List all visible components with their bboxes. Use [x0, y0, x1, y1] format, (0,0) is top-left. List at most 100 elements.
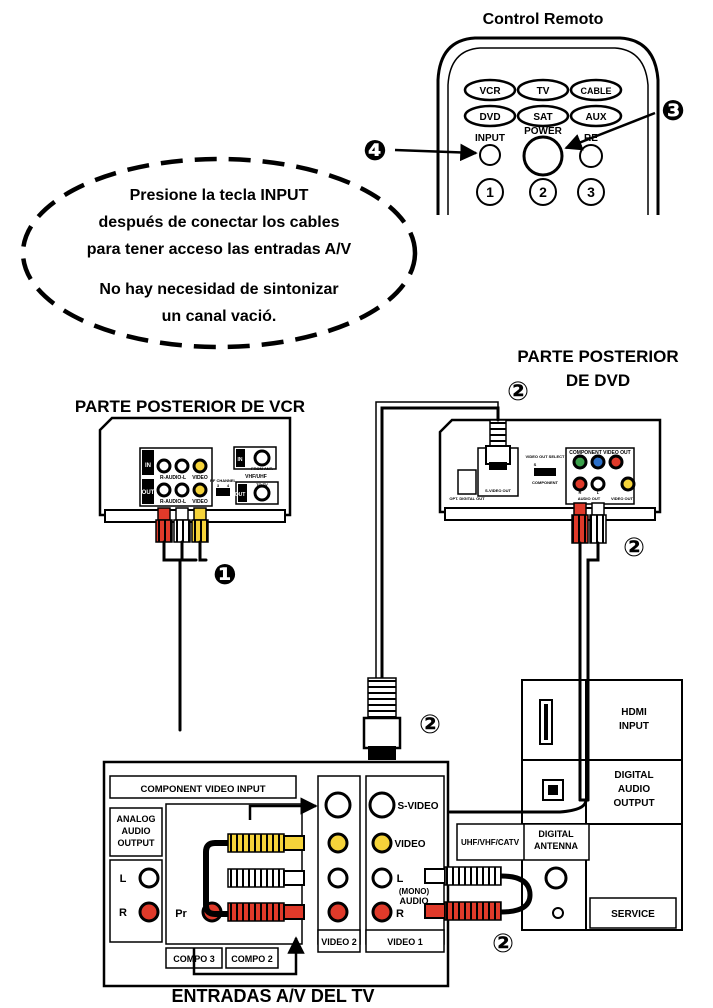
- tv-video2-label: VIDEO 2: [321, 937, 357, 947]
- callout-ellipse: [20, 156, 418, 350]
- sat-button-label: SAT: [533, 112, 552, 123]
- tv-analog-audio-output-1: ANALOG: [117, 814, 156, 824]
- dvd-r-label: R: [579, 490, 582, 495]
- step-2-badge-svideo: ②: [419, 709, 441, 739]
- aux-button-label: AUX: [585, 112, 606, 123]
- tv-digital-antenna-2: ANTENNA: [534, 841, 578, 851]
- step-1-badge: ❶: [213, 559, 237, 590]
- tv-service-label: SERVICE: [611, 909, 655, 920]
- dvd-pb-label: Pb: [595, 454, 601, 459]
- tv-digital-audio-output-1: DIGITAL: [614, 770, 653, 781]
- tv-button-label: TV: [537, 86, 550, 97]
- tv-pr-label: Pr: [175, 908, 187, 920]
- partial-button[interactable]: [579, 144, 603, 168]
- vcr-video-label: VIDEO: [192, 475, 208, 481]
- vcr-ch3-label: 3: [217, 483, 220, 488]
- dvd-s-label: S: [534, 462, 537, 467]
- step-4-badge: ❹: [363, 135, 387, 166]
- step-2-badge-dvd-audio: ②: [623, 532, 645, 562]
- partial-label: RE: [584, 133, 598, 144]
- vcr-from-ant-label: FROM ANT.: [251, 466, 273, 471]
- tv-l-label-right: L: [397, 873, 404, 885]
- dvd-audio-plugs: [571, 502, 607, 544]
- tv-video-label: VIDEO: [394, 839, 425, 850]
- tv-back-panel: [102, 760, 533, 988]
- number-2-button[interactable]: [529, 178, 557, 206]
- remote-control: [394, 36, 660, 215]
- callout-line4: No hay necesidad de sintonizar: [99, 281, 338, 298]
- aux-button[interactable]: [569, 104, 623, 128]
- input-button[interactable]: [479, 144, 501, 166]
- tv-analog-audio-output-2: AUDIO: [122, 826, 151, 836]
- tv-hdmi-input-1: HDMI: [621, 707, 647, 718]
- dvd-y-label: Y: [579, 454, 582, 459]
- vcr-ch4-label: 4: [227, 483, 230, 488]
- vcr-rf-out-label: OUT: [235, 492, 246, 498]
- sat-button[interactable]: [516, 104, 570, 128]
- dvd-back-panel: [438, 418, 662, 544]
- dvd-video-out-select-label: VIDEO OUT SELECT: [526, 454, 565, 459]
- vcr-back-panel: [98, 416, 292, 543]
- dvd-video-out-label: VIDEO OUT: [611, 496, 634, 501]
- dvd-l-label: L: [597, 490, 600, 495]
- power-arrow: [564, 111, 656, 151]
- callout-line3: para tener acceso las entradas A/V: [87, 241, 352, 258]
- tv-digital-audio-output-3: OUTPUT: [613, 798, 654, 809]
- tv-svideo-plug: [362, 677, 402, 760]
- input-arrow: [394, 143, 478, 162]
- callout-line5: un canal vació.: [162, 308, 277, 325]
- power-button[interactable]: [522, 135, 564, 177]
- number-1-button[interactable]: [476, 178, 504, 206]
- tv-uhf-vhf-catv-label: UHF/VHF/CATV: [461, 838, 520, 847]
- dvd-component-video-out-label: COMPONENT VIDEO OUT: [569, 450, 630, 456]
- tv-s-video-label: S-VIDEO: [397, 801, 438, 812]
- tv-r-label-left: R: [119, 907, 127, 919]
- vcr-r-audio-l-label: R-AUDIO-L: [160, 475, 186, 481]
- number-3-button[interactable]: [577, 178, 605, 206]
- tv-r-label-right: R: [396, 908, 404, 920]
- tv-button[interactable]: [516, 78, 570, 102]
- number-2-label: 2: [539, 184, 547, 200]
- tv-rca-plugs: [227, 833, 502, 922]
- tv-compo3-label: COMPO 3: [173, 954, 215, 964]
- vcr-rf-in-label: IN: [238, 457, 243, 463]
- cable-button[interactable]: [569, 78, 623, 102]
- tv-compo2-label: COMPO 2: [231, 954, 273, 964]
- tv-mono-label: (MONO): [399, 887, 430, 896]
- tv-digital-antenna-1: DIGITAL: [538, 829, 574, 839]
- step-2-badge-dvd: ②: [507, 376, 529, 406]
- tv-analog-audio-output-3: OUTPUT: [118, 838, 156, 848]
- vcr-button-label: VCR: [479, 86, 501, 97]
- vcr-button[interactable]: [463, 78, 517, 102]
- callout-line1: Presione la tecla INPUT: [130, 187, 309, 204]
- step-2-badge-audio: ②: [492, 928, 514, 958]
- remote-title: Control Remoto: [483, 11, 604, 28]
- dvd-audio-out-label: AUDIO OUT: [578, 496, 601, 501]
- dvd-component-label: COMPONENT: [532, 480, 559, 485]
- power-label: POWER: [524, 126, 563, 137]
- dvd-pr-label: Pr: [614, 454, 619, 459]
- vcr-in-label: IN: [145, 463, 151, 469]
- dvd-button-label: DVD: [479, 112, 500, 123]
- dvd-title-line1: PARTE POSTERIOR: [517, 347, 678, 366]
- text-layer: Control Remoto VCR TV CABLE DVD SAT AUX …: [75, 11, 685, 1006]
- vcr-rf-channel-label: RF CHANNEL: [210, 478, 237, 483]
- vcr-video-label-2: VIDEO: [192, 499, 208, 505]
- vcr-jacks: [156, 458, 208, 498]
- dvd-jacks: [572, 454, 636, 492]
- cable-button-label: CABLE: [581, 86, 612, 96]
- number-3-label: 3: [587, 184, 595, 200]
- vcr-title: PARTE POSTERIOR DE VCR: [75, 397, 305, 416]
- step-3-badge: ❸: [661, 95, 685, 126]
- tv-video1-label: VIDEO 1: [387, 937, 423, 947]
- dvd-title-line2: DE DVD: [566, 371, 630, 390]
- number-1-label: 1: [486, 184, 494, 200]
- dvd-button[interactable]: [463, 104, 517, 128]
- tv-component-video-input: COMPONENT VIDEO INPUT: [140, 784, 265, 795]
- dvd-s-video-out-label: S-VIDEO OUT: [485, 488, 512, 493]
- tv-l-label-left: L: [120, 873, 127, 885]
- input-label: INPUT: [475, 133, 505, 144]
- vcr-r-audio-l-label-2: R-AUDIO-L: [160, 499, 186, 505]
- vcr-to-tv-label: TO TV: [256, 482, 268, 487]
